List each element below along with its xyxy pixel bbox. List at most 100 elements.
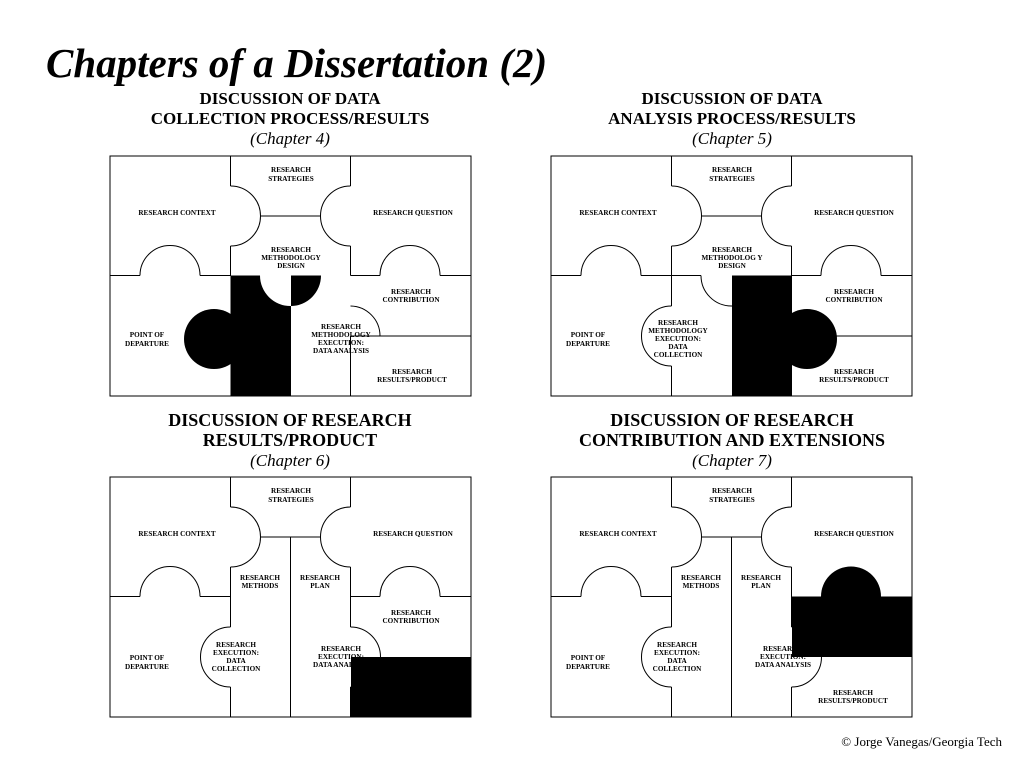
label-line: RESEARCH xyxy=(712,166,752,174)
piece-label-research-context: RESEARCH CONTEXT xyxy=(138,530,215,538)
label-line: RESEARCH xyxy=(321,323,361,331)
puzzle-frame xyxy=(550,155,913,397)
label-line: DEPARTURE xyxy=(566,340,610,348)
label-line: METHODS xyxy=(242,582,279,590)
piece-label-research-strategies: RESEARCH STRATEGIES xyxy=(709,487,754,504)
piece-label-research-methods: RESEARCH METHODS xyxy=(240,574,280,590)
label-line: METHODOLOG Y xyxy=(701,254,763,262)
piece-label-point-of-departure: POINT OF DEPARTURE xyxy=(125,331,169,348)
piece-label-execution-data-collection: RESEARCH EXECUTION: DATA COLLECTION xyxy=(653,641,703,673)
label-line: POINT OF xyxy=(130,654,165,662)
label-line: COLLECTION xyxy=(654,351,704,359)
label-line: PLAN xyxy=(310,582,330,590)
piece-label-research-methods: RESEARCH METHODS xyxy=(681,574,721,590)
label-line: DATA ANALYSIS xyxy=(755,661,811,669)
piece-label-methodology-design: RESEARCH METHODOLOG Y DESIGN xyxy=(701,246,763,270)
label-line: METHODOLOGY xyxy=(311,331,371,339)
label-line: PLAN xyxy=(751,582,771,590)
piece-label-methodology-execution: RESEARCH METHODOLOGY EXECUTION: DATA COL… xyxy=(648,319,708,359)
label-line: RESEARCH xyxy=(834,368,874,376)
piece-label-methodology-design: RESEARCH METHODOLOGY DESIGN xyxy=(261,246,321,270)
panel-heading-line-1: DISCUSSION OF DATA xyxy=(641,89,823,108)
highlighted-puzzle-piece xyxy=(792,566,912,657)
label-line: EXECUTION: xyxy=(655,335,701,343)
label-line: RESEARCH xyxy=(834,288,874,296)
piece-label-research-context: RESEARCH CONTEXT xyxy=(138,209,215,217)
panel-chapter-label: (Chapter 4) xyxy=(250,129,330,148)
panel-heading-line-2: RESULTS/PRODUCT xyxy=(202,430,378,450)
slide-title: Chapters of a Dissertation (2) xyxy=(46,40,548,86)
panel-heading-line-2: COLLECTION PROCESS/RESULTS xyxy=(150,109,430,128)
panel-heading-line-2: ANALYSIS PROCESS/RESULTS xyxy=(608,109,856,128)
piece-label-research-question: RESEARCH QUESTION xyxy=(814,209,894,217)
panel-heading-chapter-6: DISCUSSION OF RESEARCH RESULTS/PRODUCT (… xyxy=(90,410,490,471)
label-line: DATA xyxy=(667,657,687,665)
label-line: RESEARCH xyxy=(271,487,311,495)
label-line: COLLECTION xyxy=(212,665,262,673)
label-line: RESEARCH xyxy=(657,641,697,649)
panel-chapter-label: (Chapter 7) xyxy=(692,451,772,470)
label-line: RESEARCH xyxy=(300,574,340,582)
piece-label-research-plan: RESEARCH PLAN xyxy=(741,574,781,590)
piece-label-execution-data-analysis: RESEARCH EXECUTION: DATA ANALYSIS xyxy=(313,645,369,669)
piece-label-research-strategies: RESEARCH STRATEGIES xyxy=(268,166,313,183)
label-line: RESEARCH xyxy=(741,574,781,582)
puzzle-diagram-chapter-5: RESEARCH STRATEGIES RESEARCH CONTEXT RES… xyxy=(550,155,913,397)
piece-label-research-strategies: RESEARCH STRATEGIES xyxy=(268,487,313,504)
piece-label-research-question: RESEARCH QUESTION xyxy=(814,530,894,538)
piece-label-research-contribution: RESEARCH CONTRIBUTION xyxy=(382,609,440,625)
label-line: RESEARCH xyxy=(271,166,311,174)
panel-heading-chapter-5: DISCUSSION OF DATA ANALYSIS PROCESS/RESU… xyxy=(532,89,932,149)
label-line: RESEARCH xyxy=(681,574,721,582)
piece-label-research-context: RESEARCH CONTEXT xyxy=(579,530,656,538)
puzzle-outlines xyxy=(110,156,471,396)
highlighted-puzzle-piece xyxy=(184,275,321,396)
panel-chapter-label: (Chapter 5) xyxy=(692,129,772,148)
piece-label-research-results: RESEARCH RESULTS/PRODUCT xyxy=(377,368,447,384)
label-line: RESEARCH xyxy=(392,368,432,376)
label-line: STRATEGIES xyxy=(268,496,313,504)
puzzle-outlines xyxy=(551,477,822,717)
label-line: STRATEGIES xyxy=(709,496,754,504)
label-line: RESULTS/PRODUCT xyxy=(819,376,889,384)
label-line: METHODOLOGY xyxy=(261,254,321,262)
label-line: DATA ANALYSIS xyxy=(313,661,369,669)
piece-label-point-of-departure: POINT OF DEPARTURE xyxy=(566,331,610,348)
piece-label-execution-data-collection: RESEARCH EXECUTION: DATA COLLECTION xyxy=(212,641,262,673)
label-line: STRATEGIES xyxy=(268,175,313,183)
puzzle-diagram-chapter-7: RESEARCH STRATEGIES RESEARCH CONTEXT RES… xyxy=(550,476,913,718)
piece-label-research-strategies: RESEARCH STRATEGIES xyxy=(709,166,754,183)
label-line: RESEARCH xyxy=(391,609,431,617)
label-line: RESEARCH xyxy=(712,487,752,495)
puzzle-diagram-chapter-4: RESEARCH STRATEGIES RESEARCH CONTEXT RES… xyxy=(109,155,472,397)
label-line: DESIGN xyxy=(718,262,746,270)
label-line: DEPARTURE xyxy=(125,663,169,671)
panel-heading-line-1: DISCUSSION OF DATA xyxy=(199,89,381,108)
label-line: EXECUTION: xyxy=(760,653,806,661)
label-line: DATA ANALYSIS xyxy=(313,347,369,355)
piece-label-research-contribution: RESEARCH CONTRIBUTION xyxy=(382,288,440,304)
label-line: RESEARCH xyxy=(240,574,280,582)
label-line: RESEARCH xyxy=(763,645,803,653)
label-line: POINT OF xyxy=(130,331,165,339)
label-line: RESULTS/PRODUCT xyxy=(818,697,888,705)
label-line: POINT OF xyxy=(571,331,606,339)
panel-heading-line-2: CONTRIBUTION AND EXTENSIONS xyxy=(578,430,886,450)
piece-label-research-results: RESEARCH RESULTS/PRODUCT xyxy=(819,368,889,384)
label-line: RESULTS/PRODUCT xyxy=(377,376,447,384)
label-line: CONTRIBUTION xyxy=(825,296,883,304)
label-line: RESEARCH xyxy=(391,288,431,296)
label-line: DATA xyxy=(226,657,246,665)
label-line: METHODOLOGY xyxy=(648,327,708,335)
label-line: DEPARTURE xyxy=(125,340,169,348)
panel-heading-chapter-7: DISCUSSION OF RESEARCH CONTRIBUTION AND … xyxy=(532,410,932,471)
copyright-notice: © Jorge Vanegas/Georgia Tech xyxy=(841,734,1002,749)
label-line: RESEARCH xyxy=(658,319,698,327)
panel-heading-chapter-4: DISCUSSION OF DATA COLLECTION PROCESS/RE… xyxy=(90,89,490,149)
label-line: DESIGN xyxy=(277,262,305,270)
label-line: DEPARTURE xyxy=(566,663,610,671)
label-line: RESEARCH xyxy=(712,246,752,254)
piece-label-point-of-departure: POINT OF DEPARTURE xyxy=(566,654,610,671)
label-line: RESEARCH xyxy=(271,246,311,254)
piece-label-research-question: RESEARCH QUESTION xyxy=(373,530,453,538)
